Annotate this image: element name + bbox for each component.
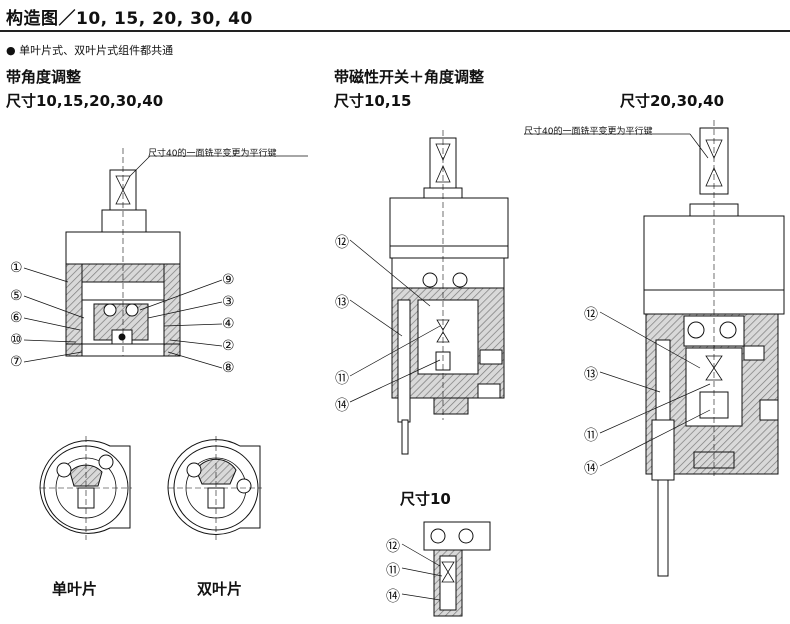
switch-small-drawing xyxy=(349,130,509,455)
page-title: 构造图／10, 15, 20, 30, 40 xyxy=(6,9,253,29)
single-vane-drawing xyxy=(39,436,132,540)
single-vane-label: 单叶片 xyxy=(52,580,98,598)
switch-sizes-small: 尺寸10,15 xyxy=(334,92,412,110)
part-label-13-right: ⑬ xyxy=(584,367,598,383)
part-label-6: ⑥ xyxy=(10,310,23,326)
part-label-14-s10: ⑭ xyxy=(386,589,400,605)
angle-adjust-drawing xyxy=(23,148,308,369)
keyway-callout-left: 尺寸40的一面铣平变更为平行键 xyxy=(148,149,277,159)
part-label-8: ⑧ xyxy=(222,360,235,376)
part-label-3: ③ xyxy=(222,294,235,310)
part-label-12-s10: ⑫ xyxy=(386,539,400,555)
angle-sizes: 尺寸10,15,20,30,40 xyxy=(6,92,164,110)
part-label-2: ② xyxy=(222,338,235,354)
title-divider xyxy=(0,30,790,32)
part-label-4: ④ xyxy=(222,316,235,332)
part-label-7: ⑦ xyxy=(10,354,23,370)
part-label-10: ⑩ xyxy=(10,332,23,348)
part-label-9: ⑨ xyxy=(222,272,235,288)
size10-detail-drawing xyxy=(401,521,491,617)
switch-heading: 带磁性开关＋角度调整 xyxy=(334,68,485,86)
part-label-11-mid: ⑪ xyxy=(335,371,349,387)
keyway-callout-right: 尺寸40的一面铣平变更为平行键 xyxy=(524,127,653,137)
part-label-5: ⑤ xyxy=(10,288,23,304)
part-label-1: ① xyxy=(10,260,23,276)
part-label-12-right: ⑫ xyxy=(584,307,598,323)
switch-large-drawing xyxy=(524,120,785,577)
part-label-13-mid: ⑬ xyxy=(335,295,349,311)
double-vane-label: 双叶片 xyxy=(197,580,243,598)
double-vane-drawing xyxy=(167,436,262,540)
angle-heading: 带角度调整 xyxy=(6,68,82,86)
part-label-11-right: ⑪ xyxy=(584,428,598,444)
part-label-14-mid: ⑭ xyxy=(335,398,349,414)
part-label-12-mid: ⑫ xyxy=(335,235,349,251)
switch-sizes-large: 尺寸20,30,40 xyxy=(620,92,725,110)
part-label-14-right: ⑭ xyxy=(584,461,598,477)
part-label-11-s10: ⑪ xyxy=(386,563,400,579)
common-note: ● 单叶片式、双叶片式组件都共通 xyxy=(6,44,174,57)
size10-label: 尺寸10 xyxy=(400,490,451,508)
